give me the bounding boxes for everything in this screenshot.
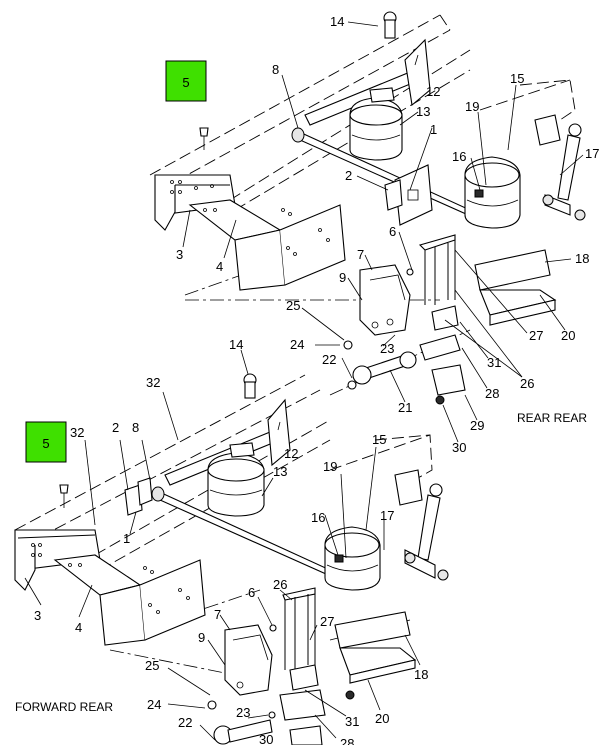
callout-27: 27 — [529, 328, 543, 343]
callout-28-lower: 28 — [340, 736, 354, 745]
callout-2: 2 — [345, 168, 352, 183]
callout-31-lower: 31 — [345, 714, 359, 729]
callout-18: 18 — [575, 251, 589, 266]
callout-4: 4 — [216, 259, 223, 274]
air-spring-lower — [207, 442, 265, 517]
callout-23: 23 — [380, 341, 394, 356]
callout-6: 6 — [389, 224, 396, 239]
air-spring-rear — [464, 156, 521, 229]
callout-16-lower: 16 — [311, 510, 325, 525]
callout-30: 30 — [452, 440, 466, 455]
axle-bracket — [359, 264, 411, 336]
shock-absorber-lower — [394, 469, 449, 581]
axle-seat — [474, 249, 557, 326]
u-bolts-lower — [282, 587, 316, 670]
u-bolts — [418, 234, 456, 305]
callout-12: 12 — [426, 84, 440, 99]
callout-31: 31 — [487, 355, 501, 370]
callout-17: 17 — [585, 146, 599, 161]
axle-bracket-lower — [224, 624, 273, 696]
torque-rod — [352, 334, 461, 385]
frame-rail-lower — [14, 529, 206, 646]
callout-22-lower: 22 — [178, 715, 192, 730]
callout-8-lower: 8 — [132, 420, 139, 435]
callout-27-lower: 27 — [320, 614, 334, 629]
callout-13: 13 — [416, 104, 430, 119]
callout-25: 25 — [286, 298, 300, 313]
callout-20-lower: 20 — [375, 711, 389, 726]
callout-20: 20 — [561, 328, 575, 343]
callout-32: 32 — [146, 375, 160, 390]
callout-24: 24 — [290, 337, 304, 352]
callout-30-lower: 30 — [259, 732, 273, 745]
air-spring — [349, 87, 403, 161]
bolt-lower — [59, 484, 69, 508]
callout-3: 3 — [176, 247, 183, 262]
callout-29: 29 — [470, 418, 484, 433]
highlight-callout-5-lower: 5 — [25, 421, 67, 463]
callout-24-lower: 24 — [147, 697, 161, 712]
upper-assembly: 5 14 12 8 15 19 13 1 16 17 2 3 4 6 18 7 … — [146, 11, 599, 455]
clamp-block — [431, 305, 466, 405]
clamp-lower — [213, 664, 355, 745]
highlight-callout-5: 5 — [165, 60, 207, 102]
callout-1: 1 — [430, 122, 437, 137]
callout-7-lower: 7 — [214, 607, 221, 622]
callout-16: 16 — [452, 149, 466, 164]
callout-18-lower: 18 — [414, 667, 428, 682]
callout-12-lower: 12 — [284, 446, 298, 461]
callout-8: 8 — [272, 62, 279, 77]
bolt — [199, 127, 209, 150]
frame-rail — [154, 174, 346, 291]
callout-15-lower: 15 — [372, 432, 386, 447]
callout-32-lower: 32 — [70, 425, 84, 440]
callout-4-lower: 4 — [75, 620, 82, 635]
callout-14: 14 — [330, 14, 344, 29]
caption-rear-rear: REAR REAR — [517, 411, 587, 425]
callout-23-lower: 23 — [236, 705, 250, 720]
highlight-label: 5 — [182, 75, 189, 90]
callout-3-lower: 3 — [34, 608, 41, 623]
callout-17-lower: 17 — [380, 508, 394, 523]
callout-6-lower: 6 — [248, 585, 255, 600]
callout-13-lower: 13 — [273, 464, 287, 479]
callout-2-lower: 2 — [112, 420, 119, 435]
callout-14-lower: 14 — [229, 337, 243, 352]
shock-absorber — [534, 114, 586, 221]
callout-9-lower: 9 — [198, 630, 205, 645]
spring-hanger-lower — [124, 477, 153, 516]
callout-26: 26 — [520, 376, 534, 391]
callout-7: 7 — [357, 247, 364, 262]
callout-19: 19 — [465, 99, 479, 114]
callout-28: 28 — [485, 386, 499, 401]
callout-25-lower: 25 — [145, 658, 159, 673]
lower-assembly: 5 14 32 2 8 12 15 13 19 1 16 17 3 4 26 6… — [14, 337, 449, 745]
caption-forward-rear: FORWARD REAR — [15, 700, 113, 714]
callout-9: 9 — [339, 270, 346, 285]
axle-seat-lower — [334, 611, 417, 684]
callout-26-lower: 26 — [273, 577, 287, 592]
spring-hanger — [384, 164, 433, 226]
callout-22: 22 — [322, 352, 336, 367]
air-spring-rear-lower — [324, 526, 381, 591]
highlight-label-lower: 5 — [42, 436, 49, 451]
callout-21: 21 — [398, 400, 412, 415]
callout-15: 15 — [510, 71, 524, 86]
callout-19-lower: 19 — [323, 459, 337, 474]
callout-1-lower: 1 — [123, 531, 130, 546]
